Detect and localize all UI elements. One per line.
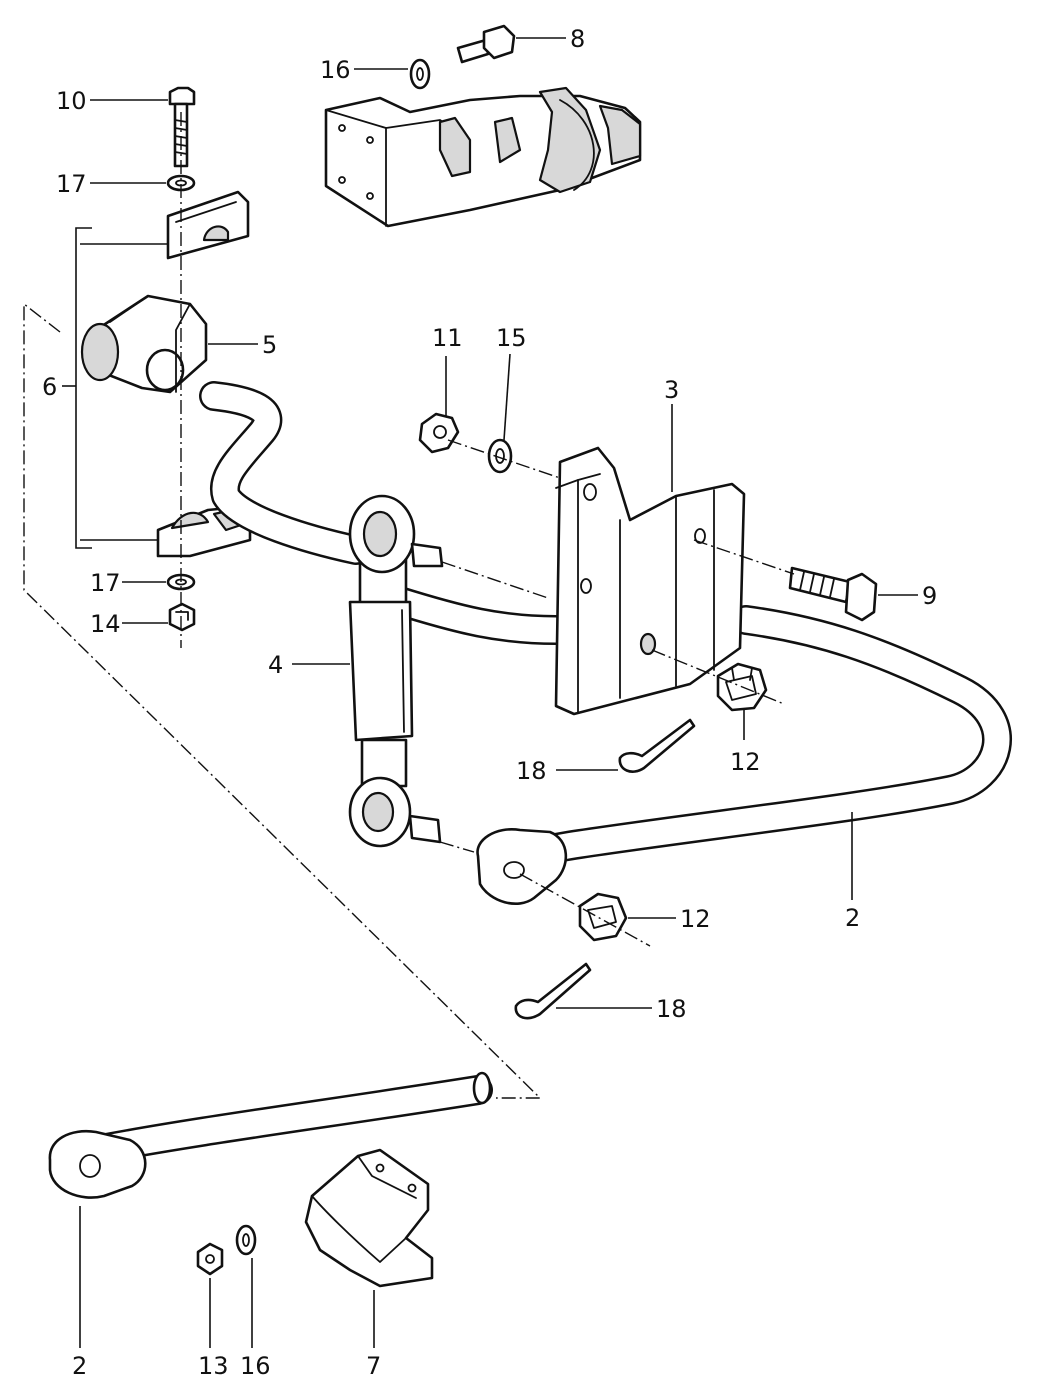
callout-9: 9 — [922, 582, 937, 610]
callout-18-lower: 18 — [656, 995, 687, 1023]
washer-16-bottom — [235, 1224, 257, 1256]
bolt-8 — [456, 24, 516, 64]
callout-18-upper: 18 — [516, 757, 547, 785]
callout-16-top: 16 — [320, 56, 351, 84]
callout-3: 3 — [664, 376, 679, 404]
clamp-bracket-7 — [304, 1148, 434, 1288]
callout-13: 13 — [198, 1352, 229, 1380]
castle-nut-12-lower — [578, 892, 628, 942]
callout-10: 10 — [56, 87, 87, 115]
assembly-lines — [23, 302, 795, 1099]
nut-14 — [168, 602, 196, 632]
callout-2-right: 2 — [845, 904, 860, 932]
callout-17-lower: 17 — [90, 569, 121, 597]
callout-4: 4 — [268, 651, 283, 679]
bolt-10 — [168, 86, 196, 168]
callout-11: 11 — [432, 324, 463, 352]
coupling-link-4 — [348, 494, 444, 848]
nut-11 — [418, 412, 460, 454]
callout-7: 7 — [366, 1352, 381, 1380]
callout-15: 15 — [496, 324, 527, 352]
bolt-9 — [788, 566, 878, 622]
callout-12-upper: 12 — [730, 748, 761, 776]
stabilizer-bar-2 — [199, 381, 1012, 905]
callout-6: 6 — [42, 373, 57, 401]
cotter-pin-18-lower — [514, 962, 592, 1020]
clamp-plate-upper — [166, 190, 250, 260]
leader-lines — [62, 37, 918, 1348]
washer-16-top — [409, 58, 431, 90]
callout-17-upper: 17 — [56, 170, 87, 198]
callout-8: 8 — [570, 25, 585, 53]
stabilizer-bar-2-end — [48, 1071, 493, 1199]
callout-numbers: 8 16 10 17 5 6 11 15 3 9 17 14 4 12 18 1… — [42, 25, 937, 1380]
callout-12-lower: 12 — [680, 905, 711, 933]
callout-14: 14 — [90, 610, 121, 638]
rubber-bushing-5 — [80, 294, 208, 394]
washer-15 — [487, 438, 513, 474]
bracket-6 — [75, 227, 92, 549]
mount-bracket-casting — [324, 86, 642, 228]
nut-13 — [196, 1242, 224, 1276]
mounting-bracket-3 — [554, 446, 746, 716]
cotter-pin-18-upper — [618, 718, 696, 773]
callout-5: 5 — [262, 331, 277, 359]
callout-16-bottom: 16 — [240, 1352, 271, 1380]
callout-2-bottom: 2 — [72, 1352, 87, 1380]
